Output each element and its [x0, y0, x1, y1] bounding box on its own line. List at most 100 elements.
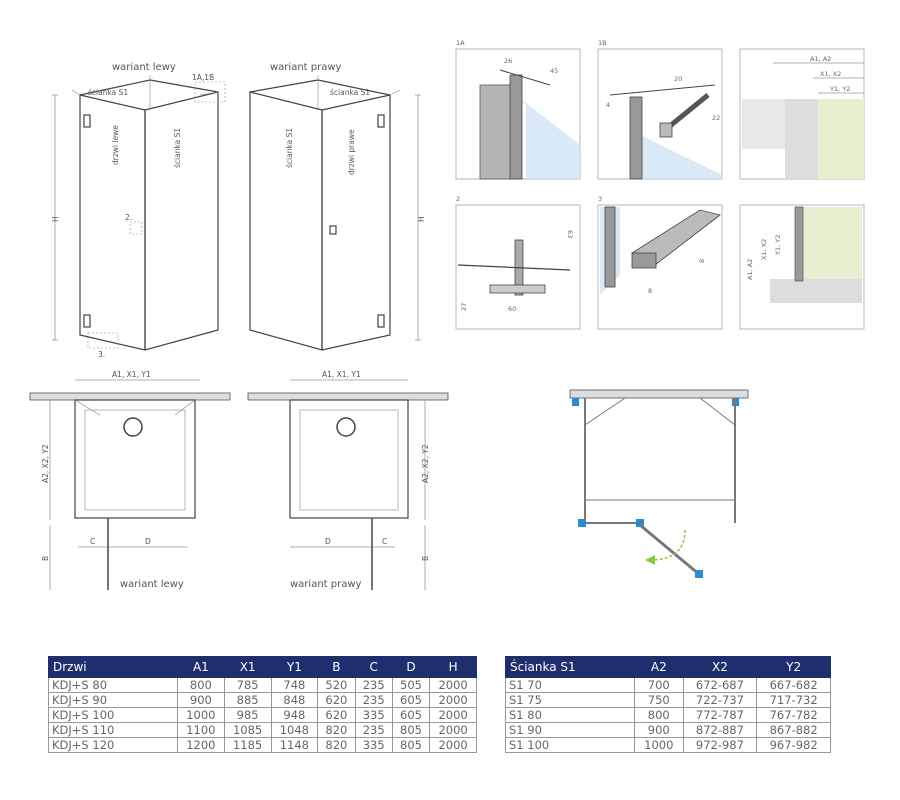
col-header: D — [391, 656, 431, 678]
table-cell: 2000 — [429, 722, 477, 738]
table-cell: 605 — [391, 692, 431, 708]
table-cell: 2000 — [429, 707, 477, 723]
table-cell: S1 70 — [505, 677, 635, 693]
plan-left-variant: wariant lewy — [120, 579, 184, 590]
detail-2-d1: 63 — [566, 230, 574, 238]
detail-1b-d1: 20 — [674, 75, 682, 83]
plan-right-variant: wariant prawy — [290, 579, 362, 590]
h-dim-right: H — [417, 216, 426, 222]
callout-1a1b: 1A,1B — [192, 73, 214, 82]
variant-left-label: wariant lewy — [112, 62, 176, 73]
table-cell: 820 — [317, 722, 356, 738]
detail-b-x: X1, X2 — [760, 239, 768, 260]
drain-left-icon — [123, 417, 143, 437]
drzwi-header-row: Drzwi A1 X1 Y1 B C D H — [48, 656, 477, 678]
table-cell: 667-682 — [756, 677, 831, 693]
table-cell: 885 — [223, 692, 272, 708]
plan-right-side-dim: A2, X2, Y2 — [421, 444, 430, 483]
callout-2: 2. — [125, 213, 132, 222]
table-cell: 800 — [634, 707, 684, 723]
table-cell: 967-982 — [756, 737, 831, 753]
table-cell: 700 — [634, 677, 684, 693]
swing-wall — [569, 389, 749, 399]
plan-right-tray — [289, 399, 409, 519]
drain-right-icon — [336, 417, 356, 437]
table-cell: 820 — [317, 737, 356, 753]
table-cell: 1000 — [177, 707, 225, 723]
scianka-top-left: ścianka S1 — [88, 88, 128, 97]
table-cell: 1185 — [223, 737, 272, 753]
col-header: B — [317, 656, 356, 678]
col-header: Drzwi — [48, 656, 178, 678]
table-cell: S1 75 — [505, 692, 635, 708]
table-cell: 1200 — [177, 737, 225, 753]
plan-left-tray — [74, 399, 196, 519]
table-cell: 672-687 — [682, 677, 758, 693]
table-cell: 948 — [270, 707, 319, 723]
plan-left-top-dim: A1, X1, Y1 — [112, 370, 151, 379]
table-cell: 235 — [354, 692, 393, 708]
table-cell: 800 — [177, 677, 225, 693]
detail-2-box — [455, 204, 581, 330]
detail-1b-id: 1B — [598, 39, 607, 47]
detail-1b-d3: 22 — [712, 114, 720, 122]
detail-a-a: A1, A2 — [810, 55, 831, 63]
detail-3-box — [597, 204, 723, 330]
table-cell: KDJ+S 90 — [48, 692, 178, 708]
table-cell: 972-987 — [682, 737, 758, 753]
door-right-panel — [321, 94, 391, 351]
scianka-vertical-left: ścianka S1 — [173, 128, 182, 168]
table-cell: 805 — [391, 722, 431, 738]
detail-3-d1: 8 — [698, 259, 706, 263]
scianka-vertical-right: ścianka S1 — [285, 128, 294, 168]
table-cell: 717-732 — [756, 692, 831, 708]
table-cell: 235 — [354, 677, 393, 693]
table-cell: 722-737 — [682, 692, 758, 708]
detail-3-d2: 8 — [648, 287, 652, 295]
scianka-header-row: Ścianka S1 A2 X2 Y2 — [505, 656, 831, 678]
table-cell: 1000 — [634, 737, 684, 753]
detail-b-box — [739, 204, 865, 330]
table-cell: 772-787 — [682, 707, 758, 723]
table-cell: 605 — [391, 707, 431, 723]
table-cell: 2000 — [429, 692, 477, 708]
plan-right-c: C — [382, 537, 387, 546]
table-cell: 2000 — [429, 737, 477, 753]
variant-right-label: wariant prawy — [270, 62, 342, 73]
detail-2-d2: 27 — [460, 303, 468, 311]
plan-left-d: D — [145, 537, 151, 546]
detail-b-a: A1, A2 — [746, 259, 754, 280]
plan-left-side-dim: A2, X2, Y2 — [41, 444, 50, 483]
detail-1a-d2: 45 — [550, 67, 558, 75]
detail-2-d3: 60 — [508, 305, 516, 313]
col-header: X1 — [223, 656, 272, 678]
detail-b-y: Y1, Y2 — [774, 235, 782, 256]
plan-right-top-dim: A1, X1, Y1 — [322, 370, 361, 379]
detail-views: 1A 26 45 1B 20 4 22 A1, A2 X1, X2 Y1, Y2… — [455, 39, 865, 330]
plan-right-b: B — [421, 556, 430, 561]
detail-1a-id: 1A — [456, 39, 465, 47]
elevation-views: wariant lewy H ścianka S1 1A,1B 2. 3. dr… — [51, 62, 426, 359]
detail-a-y: Y1, Y2 — [829, 85, 850, 93]
table-cell: S1 80 — [505, 707, 635, 723]
col-header: A1 — [177, 656, 225, 678]
wall-s1-left-panel — [144, 91, 219, 351]
table-cell: S1 100 — [505, 737, 635, 753]
col-header: A2 — [634, 656, 684, 678]
table-cell: 748 — [270, 677, 319, 693]
door-left-label: drzwi lewe — [111, 125, 120, 165]
detail-3-id: 3 — [598, 195, 602, 203]
col-header: Y2 — [756, 656, 831, 678]
table-cell: 750 — [634, 692, 684, 708]
door-right-label: drzwi prawe — [347, 129, 356, 175]
detail-1b-d2: 4 — [606, 101, 610, 109]
